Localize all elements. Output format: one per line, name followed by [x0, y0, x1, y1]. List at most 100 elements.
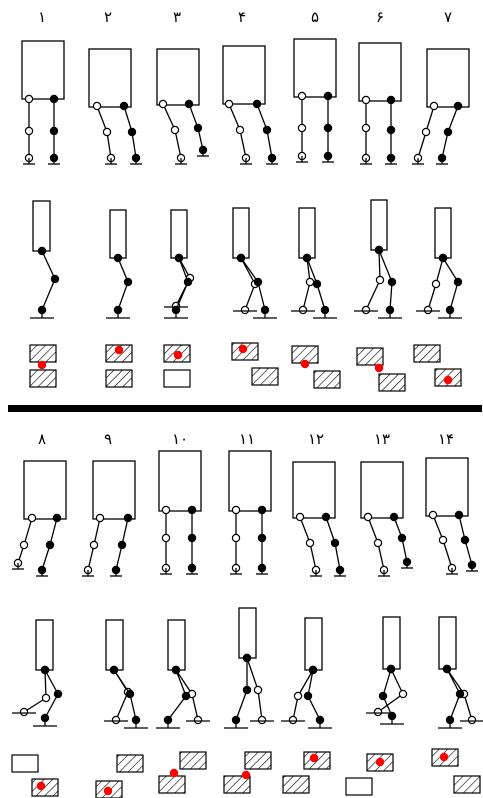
phase-number-1: ۱ [38, 8, 46, 26]
front-view-robot-3 [157, 49, 209, 164]
side-view-robot-13 [366, 617, 407, 724]
filled-joint-icon [324, 124, 331, 131]
robot-body [22, 41, 64, 99]
leg-segment [116, 692, 128, 720]
red-cop-dot-icon [242, 771, 250, 779]
leg-segment [447, 669, 460, 694]
leg-segment [258, 282, 265, 310]
robot-body [168, 620, 185, 670]
filled-joint-icon [120, 102, 127, 109]
filled-joint-icon [461, 536, 468, 543]
filled-joint-icon [194, 124, 201, 131]
robot-body [435, 208, 451, 258]
hatched-foot-box-icon [283, 776, 309, 793]
open-joint-icon [298, 92, 305, 99]
open-joint-icon [90, 541, 97, 548]
empty-foot-box-icon [12, 755, 38, 772]
leg-segment [176, 282, 188, 310]
robot-body [36, 620, 53, 670]
leg-segment [229, 104, 240, 130]
side-view-robot-10 [156, 620, 210, 728]
robot-body [89, 49, 131, 107]
front-view-robot-11 [229, 451, 271, 574]
robot-body [93, 461, 135, 519]
phase-number-8: ۸ [38, 430, 46, 448]
robot-body [383, 617, 400, 669]
filled-joint-icon [309, 666, 316, 673]
filled-joint-icon [454, 102, 461, 109]
leg-segment [267, 130, 272, 158]
leg-segment [42, 251, 55, 279]
filled-joint-icon [51, 275, 58, 282]
filled-joint-icon [444, 128, 451, 135]
filled-joint-icon [41, 666, 48, 673]
filled-joint-icon [387, 665, 394, 672]
filled-joint-icon [439, 254, 446, 261]
phase-number-7: ۷ [444, 8, 452, 26]
robot-body [294, 39, 336, 97]
filled-joint-icon [379, 692, 386, 699]
filled-joint-icon [188, 534, 195, 541]
robot-body [427, 49, 469, 107]
robot-body [110, 210, 126, 258]
open-joint-icon [159, 100, 166, 107]
phase-number-5: ۵ [311, 8, 319, 26]
robot-body [233, 208, 249, 258]
leg-segment [118, 282, 128, 310]
phase-number-6: ۶ [376, 8, 384, 26]
hatched-foot-box-icon [245, 752, 271, 769]
robot-body [157, 49, 199, 105]
filled-joint-icon [258, 506, 265, 513]
filled-joint-icon [331, 539, 338, 546]
filled-joint-icon [455, 511, 462, 518]
front-view-robot-8 [12, 461, 66, 576]
filled-joint-icon [50, 95, 57, 102]
filled-joint-icon [258, 534, 265, 541]
open-joint-icon [468, 716, 475, 723]
red-cop-dot-icon [174, 351, 182, 359]
open-joint-icon [429, 511, 436, 518]
filled-joint-icon [126, 690, 133, 697]
front-view-robot-10 [159, 451, 201, 574]
filled-joint-icon [443, 665, 450, 672]
open-joint-icon [241, 306, 248, 313]
hatched-foot-box-icon [414, 345, 440, 362]
filled-joint-icon [182, 692, 189, 699]
hatched-foot-box-icon [30, 370, 56, 387]
leg-segment [114, 670, 130, 694]
leg-segment [168, 696, 186, 720]
filled-joint-icon [390, 513, 397, 520]
leg-segment [247, 658, 258, 690]
red-cop-dot-icon [301, 360, 309, 368]
leg-segment [303, 282, 310, 310]
open-joint-icon [289, 716, 296, 723]
filled-joint-icon [243, 654, 250, 661]
red-cop-dot-icon [170, 769, 178, 777]
front-view-robot-6 [359, 43, 401, 164]
open-joint-icon [112, 716, 119, 723]
phase-number-4: ۴ [238, 8, 246, 26]
open-joint-icon [20, 541, 27, 548]
robot-body [229, 451, 271, 511]
filled-joint-icon [324, 92, 331, 99]
open-joint-icon [362, 96, 369, 103]
open-joint-icon [194, 716, 201, 723]
front-view-robot-2 [89, 49, 142, 164]
filled-joint-icon [124, 278, 131, 285]
empty-foot-box-icon [164, 370, 190, 387]
hatched-foot-box-icon [357, 348, 383, 365]
open-joint-icon [306, 539, 313, 546]
open-joint-icon [225, 100, 232, 107]
red-cop-dot-icon [37, 782, 45, 790]
hatched-foot-box-icon [180, 752, 206, 769]
side-view-robot-2 [106, 210, 132, 318]
robot-body [239, 608, 256, 658]
red-cop-dot-icon [440, 753, 448, 761]
open-joint-icon [424, 306, 431, 313]
leg-segment [383, 669, 391, 696]
phase-number-14: ۱۴ [438, 430, 454, 448]
open-joint-icon [306, 278, 313, 285]
filled-joint-icon [128, 128, 135, 135]
open-joint-icon [376, 276, 383, 283]
